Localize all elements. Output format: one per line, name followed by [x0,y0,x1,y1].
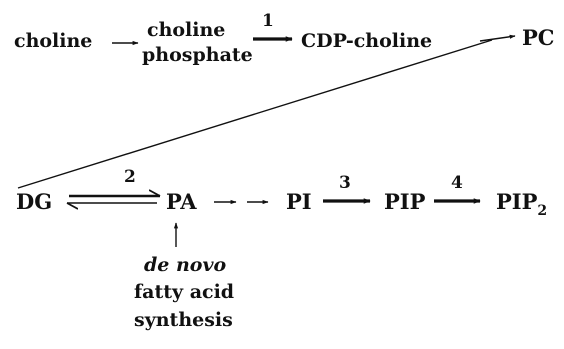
pip-label: PIP [384,189,426,214]
pip2-label: PIP2 [496,189,547,219]
choline-label: choline [14,30,92,52]
fatty-acid-label: fatty acid [134,281,234,303]
dg-label: DG [16,189,52,214]
pip2-base: PIP [496,189,538,214]
synthesis-label: synthesis [134,309,233,331]
enzyme-label-4: 4 [451,173,463,193]
choline-phosphate-label-line2: phosphate [142,44,253,66]
diagonal-dg-to-pc [17,39,493,189]
arrow-to-pc [479,34,516,42]
enzyme-label-1: 1 [262,11,274,31]
choline-phosphate-label-line1: choline [147,19,225,41]
pip2-subscript: 2 [537,203,547,219]
pa-label: PA [166,189,197,214]
de-novo-label: de novo [144,254,227,276]
pc-label: PC [522,25,555,50]
cdp-choline-label: CDP-choline [301,30,432,52]
pi-label: PI [286,189,312,214]
enzyme-label-3: 3 [339,173,351,193]
enzyme-label-2: 2 [124,167,136,187]
